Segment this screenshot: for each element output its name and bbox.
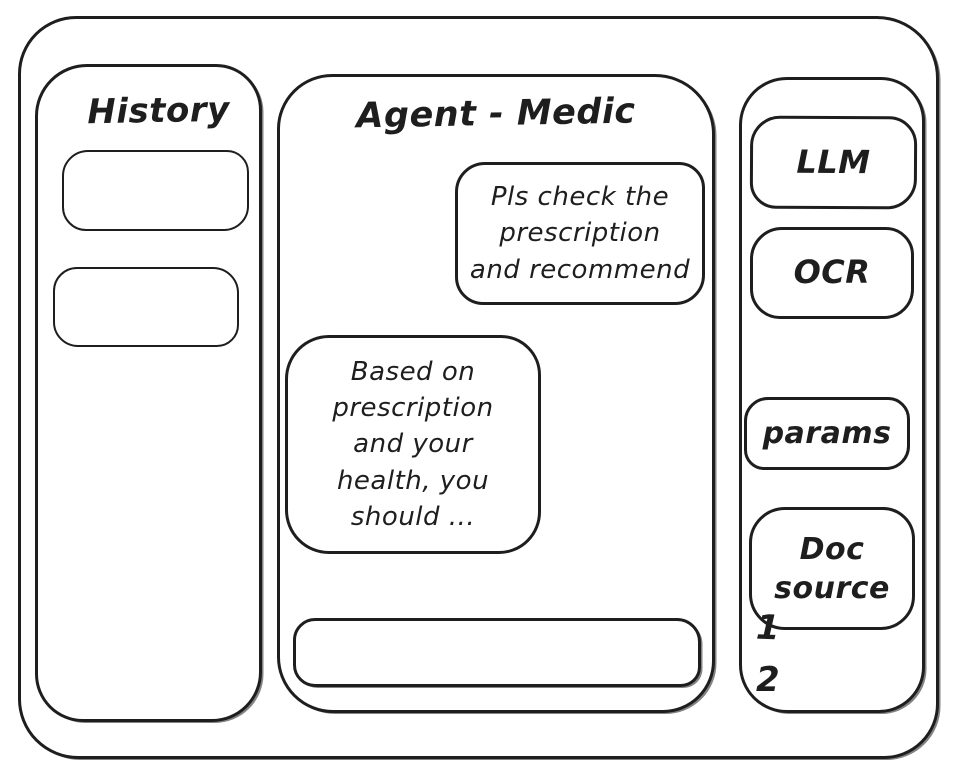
chat-title: Agent - Medic (356, 91, 636, 137)
ocr-button[interactable]: OCR (750, 227, 914, 319)
doc-source-list-number-1: 1 (755, 607, 781, 649)
tools-panel: LLM OCR params Doc source 1 2 (739, 77, 925, 713)
chat-panel: Agent - Medic Pls check the prescription… (277, 74, 715, 713)
app-frame: History Agent - Medic Pls check the pres… (18, 16, 939, 759)
doc-source-list-number-2: 2 (756, 660, 780, 700)
history-title: History (86, 89, 231, 133)
history-item[interactable] (53, 267, 239, 347)
history-panel: History (35, 64, 262, 722)
params-button[interactable]: params (744, 397, 910, 470)
chat-input[interactable] (293, 618, 701, 687)
assistant-message-bubble: Based on prescription and your health, y… (285, 335, 541, 554)
history-item[interactable] (62, 150, 249, 231)
doc-source-button[interactable]: Doc source (749, 507, 915, 630)
user-message-bubble: Pls check the prescription and recommend (455, 162, 705, 305)
llm-button[interactable]: LLM (749, 115, 918, 210)
